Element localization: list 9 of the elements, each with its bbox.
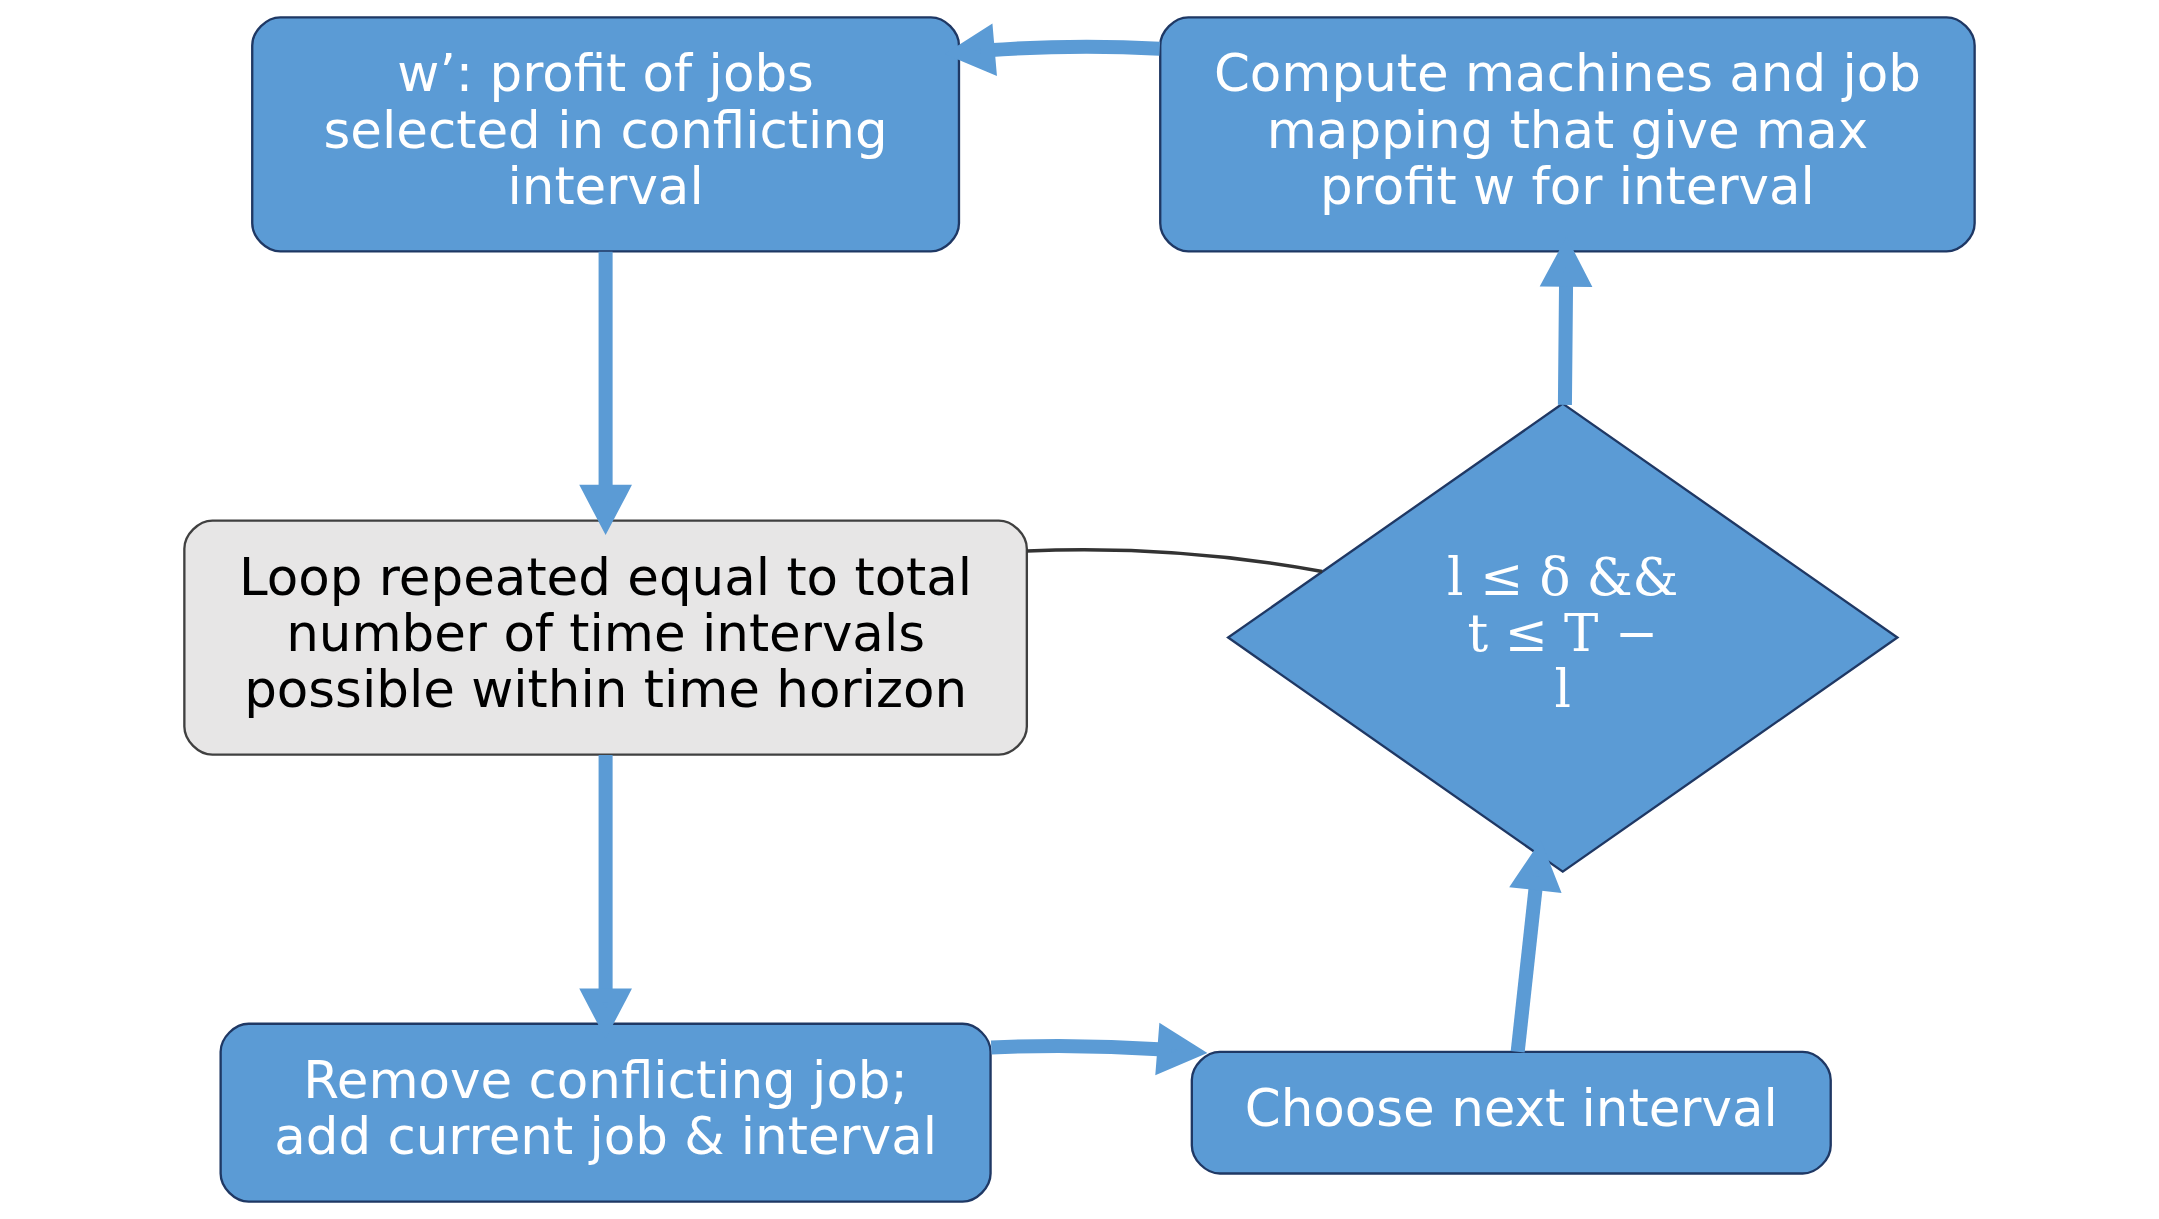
arrow	[579, 251, 632, 536]
node-box: Compute machines and job mapping that give max profit w for interval	[1159, 16, 1976, 253]
arrow	[990, 1022, 1208, 1076]
node-box: Choose next interval	[1190, 1050, 1832, 1175]
node-box: Loop repeated equal to total number of time intervals possible within time horizon	[183, 519, 1028, 756]
node-box: w’: profit of jobs selected in conflicting interval	[251, 16, 961, 253]
connector	[1027, 548, 1323, 574]
node-diamond: l ≤ δ && t ≤ T − l	[1226, 402, 1900, 874]
node-box: Remove conflicting job; add current job & interval	[219, 1022, 992, 1203]
